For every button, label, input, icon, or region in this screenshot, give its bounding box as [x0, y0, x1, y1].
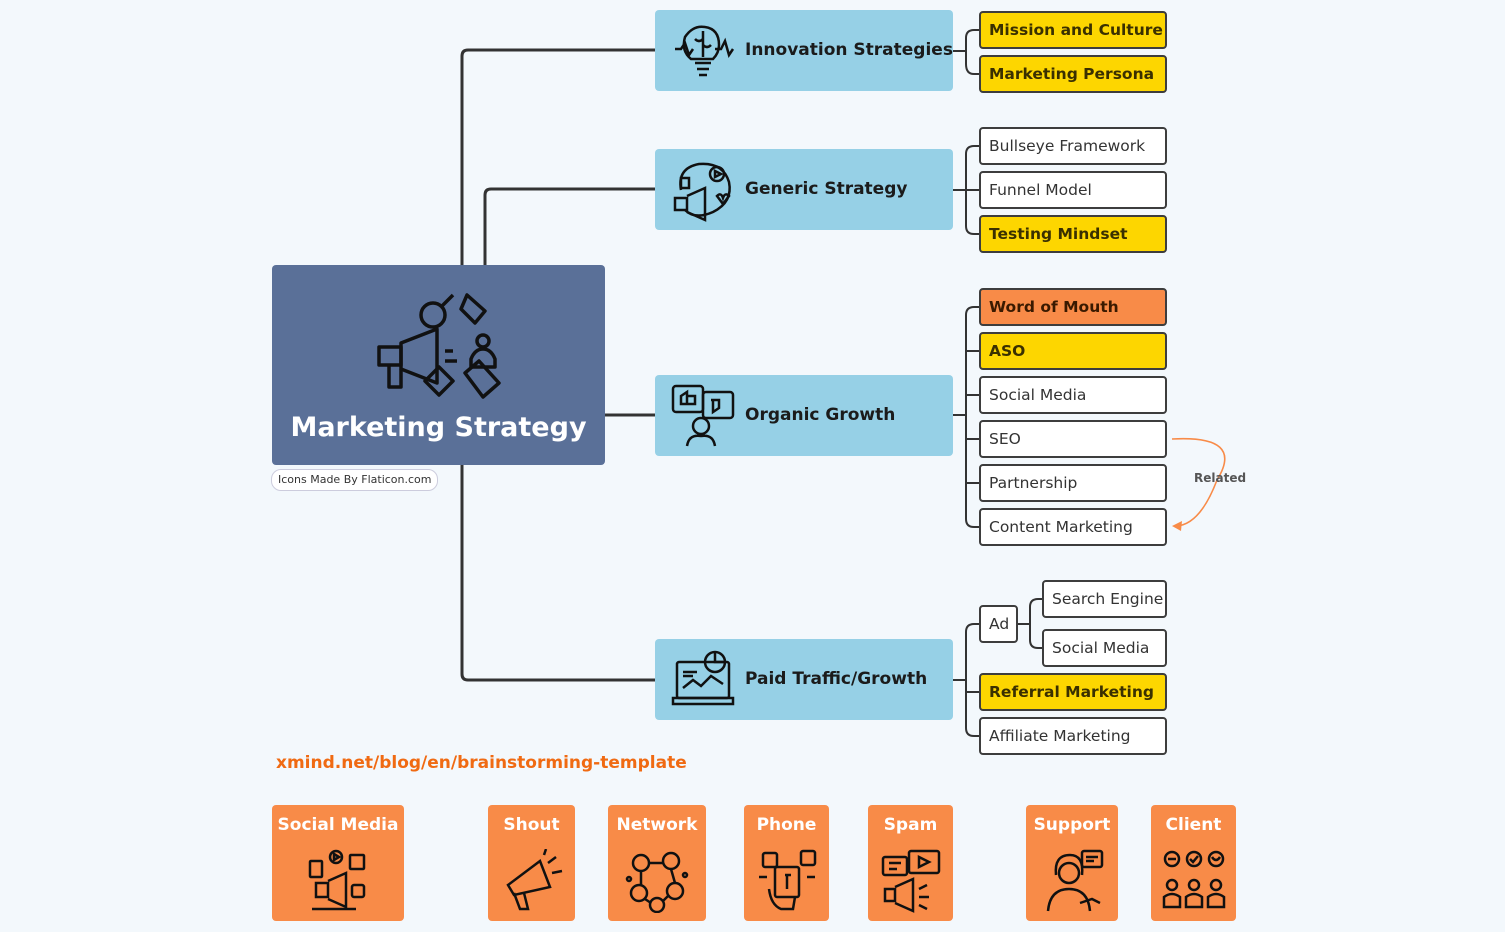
card-spam[interactable]: Spam — [868, 805, 953, 921]
central-topic[interactable]: Marketing Strategy — [272, 265, 605, 465]
card-social-media[interactable]: Social Media — [272, 805, 404, 921]
leaf-partnership[interactable]: Partnership — [979, 464, 1167, 502]
branch-label: Organic Growth — [745, 405, 896, 425]
laptop-analytics-icon — [671, 650, 735, 706]
leaf-mission-and-culture[interactable]: Mission and Culture — [979, 11, 1167, 49]
leaf-aso[interactable]: ASO — [979, 332, 1167, 370]
branch-paid-traffic-growth[interactable]: Paid Traffic/Growth — [655, 639, 953, 720]
leaf-word-of-mouth[interactable]: Word of Mouth — [979, 288, 1167, 326]
card-label: Spam — [883, 815, 938, 835]
leaf-seo[interactable]: SEO — [979, 420, 1167, 458]
relationship-label[interactable]: Related — [1194, 471, 1247, 485]
card-client[interactable]: Client — [1151, 805, 1236, 921]
credit-badge: Icons Made By Flaticon.com — [271, 469, 439, 491]
leaf-funnel-model[interactable]: Funnel Model — [979, 171, 1167, 209]
card-shout[interactable]: Shout — [488, 805, 575, 921]
spam-megaphone-icon — [881, 849, 940, 913]
brain-lightbulb-icon — [675, 25, 735, 77]
card-label: Shout — [503, 815, 560, 835]
branch-generic-strategy[interactable]: Generic Strategy — [655, 149, 953, 230]
network-people-icon — [625, 851, 689, 913]
leaf-content-marketing[interactable]: Content Marketing — [979, 508, 1167, 546]
card-label: Social Media — [277, 815, 399, 835]
leaf-referral-marketing[interactable]: Referral Marketing — [979, 673, 1167, 711]
leaf-affiliate-marketing[interactable]: Affiliate Marketing — [979, 717, 1167, 755]
phone-apps-icon — [758, 849, 816, 911]
clients-icon — [1162, 850, 1225, 909]
branch-label: Generic Strategy — [745, 179, 908, 199]
central-topic-title: Marketing Strategy — [290, 412, 587, 443]
card-label: Phone — [756, 815, 817, 835]
leaf-search-engine[interactable]: Search Engine — [1042, 580, 1167, 618]
leaf-ad[interactable]: Ad — [979, 605, 1018, 643]
branch-label: Paid Traffic/Growth — [745, 669, 928, 689]
card-label: Network — [616, 815, 698, 835]
leaf-ad-social-media[interactable]: Social Media — [1042, 629, 1167, 667]
card-network[interactable]: Network — [608, 805, 706, 921]
card-support[interactable]: Support — [1026, 805, 1118, 921]
support-agent-icon — [1046, 849, 1104, 912]
megaphone-icon — [505, 849, 562, 911]
leaf-testing-mindset[interactable]: Testing Mindset — [979, 215, 1167, 253]
social-megaphone-icon — [673, 162, 731, 222]
leaf-marketing-persona[interactable]: Marketing Persona — [979, 55, 1167, 93]
branch-innovation-strategies[interactable]: Innovation Strategies — [655, 10, 953, 91]
card-label: Client — [1165, 815, 1222, 835]
social-media-megaphone-icon — [308, 849, 366, 911]
megaphone-marketing-icon — [377, 293, 501, 399]
leaf-social-media[interactable]: Social Media — [979, 376, 1167, 414]
feedback-person-icon — [671, 384, 735, 447]
branch-organic-growth[interactable]: Organic Growth — [655, 375, 953, 456]
leaf-bullseye-framework[interactable]: Bullseye Framework — [979, 127, 1167, 165]
branch-label: Innovation Strategies — [745, 40, 953, 60]
card-label: Support — [1033, 815, 1111, 835]
source-link[interactable]: xmind.net/blog/en/brainstorming-template — [276, 753, 687, 773]
card-phone[interactable]: Phone — [744, 805, 829, 921]
